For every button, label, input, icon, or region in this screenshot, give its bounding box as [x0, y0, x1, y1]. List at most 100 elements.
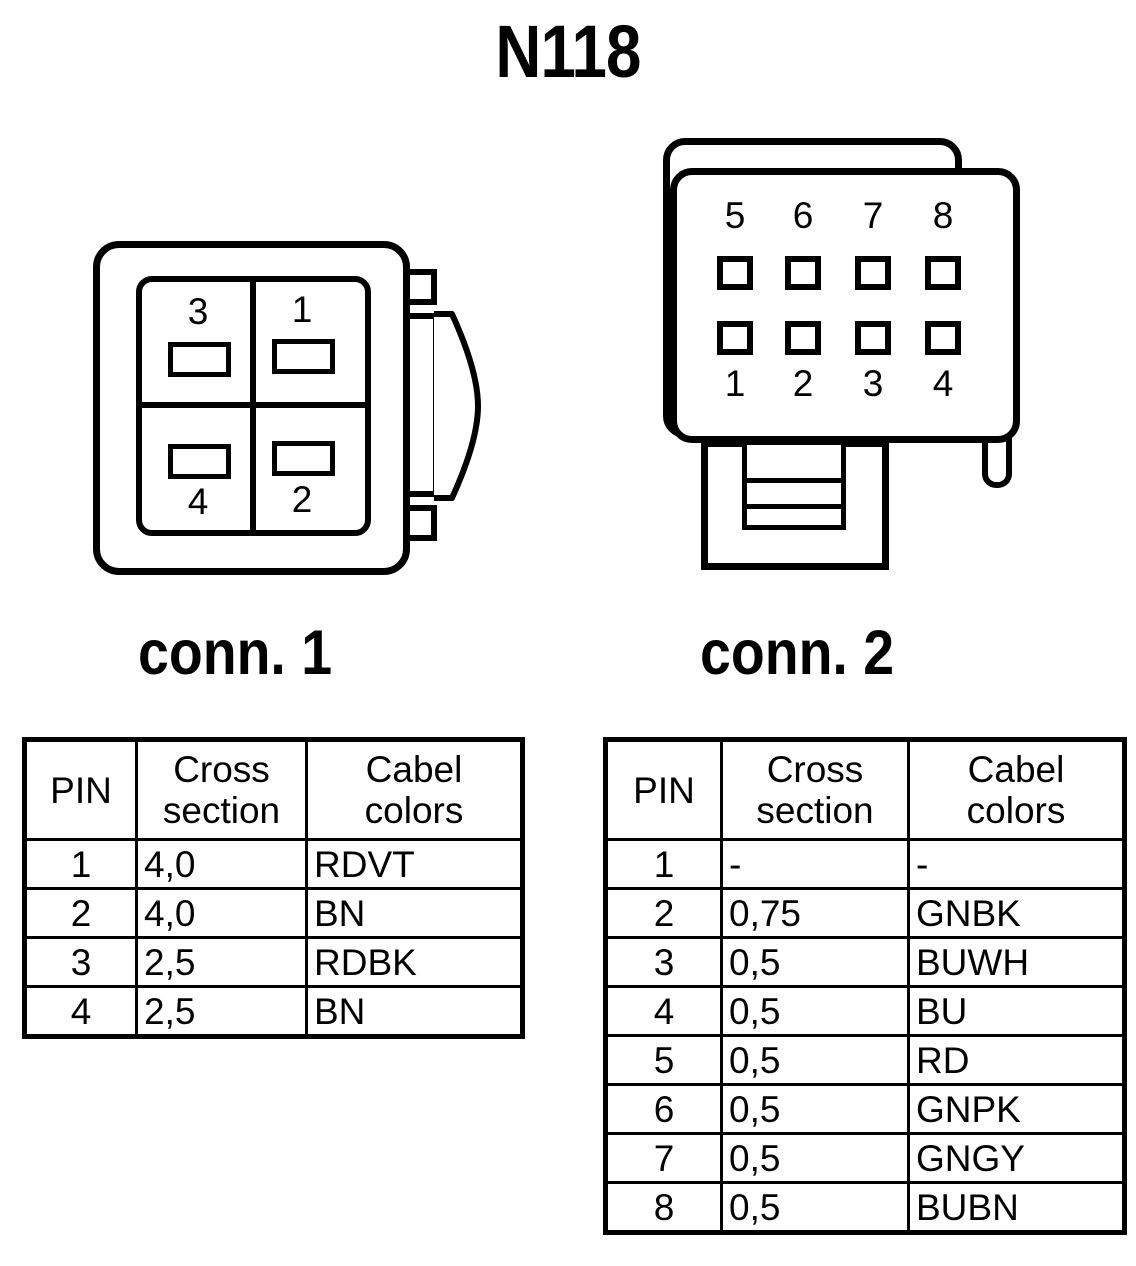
table-body: 1 4,0 RDVT 2 4,0 BN 3 2,5 RDBK 4 2,5 BN [23, 838, 524, 1038]
cell-cross-section: 4,0 [135, 838, 308, 890]
conn2-latch-inner [742, 440, 846, 530]
header-pin: PIN [23, 738, 138, 841]
conn1-terminal-slot-4 [168, 444, 231, 479]
cell-cable-colors: RDBK [305, 936, 524, 988]
table-row: 2 0,75 GNBK [604, 887, 1126, 939]
cell-pin: 4 [23, 985, 138, 1038]
cell-cable-colors: BU [907, 985, 1126, 1037]
cell-cable-colors: GNGY [907, 1132, 1126, 1184]
header-cable-colors-line1: Cabel [365, 749, 463, 790]
header-cable-colors: Cabel colors [907, 738, 1126, 841]
table-header-row: PIN Cross section Cabel colors [604, 738, 1126, 841]
cell-pin: 1 [23, 838, 138, 890]
cell-pin: 2 [604, 887, 723, 939]
cell-cross-section: 0,5 [720, 1034, 910, 1086]
conn1-terminal-slot-1 [272, 339, 335, 374]
cell-cross-section: 0,5 [720, 1181, 910, 1234]
cell-cable-colors: RD [907, 1034, 1126, 1086]
conn1-pin-number-1: 1 [291, 289, 313, 330]
connector-1-label: conn. 1 [138, 618, 333, 688]
cell-pin: 2 [23, 887, 138, 939]
cell-cable-colors: BUBN [907, 1181, 1126, 1234]
cell-pin: 3 [604, 936, 723, 988]
cell-cable-colors: GNPK [907, 1083, 1126, 1135]
connector-1-pin-table: PIN Cross section Cabel colors 1 4,0 RDV… [22, 737, 525, 1039]
table-header: PIN Cross section Cabel colors [23, 738, 524, 841]
cell-cross-section: 2,5 [135, 985, 308, 1038]
conn1-terminal-slot-3 [168, 342, 231, 377]
header-cross-section-line2: section [756, 790, 874, 831]
conn1-pin-number-3: 3 [187, 291, 209, 332]
conn2-latch-bar-1 [742, 478, 846, 483]
cell-cross-section: 0,75 [720, 887, 910, 939]
table-row: 3 0,5 BUWH [604, 936, 1126, 988]
cell-cable-colors: BN [305, 985, 524, 1038]
conn2-hole-2 [785, 321, 821, 355]
table-row: 5 0,5 RD [604, 1034, 1126, 1086]
table-header-row: PIN Cross section Cabel colors [23, 738, 524, 841]
cell-cable-colors: BN [305, 887, 524, 939]
cell-cross-section: - [720, 838, 910, 890]
table-body: 1 - - 2 0,75 GNBK 3 0,5 BUWH 4 0,5 BU 5 [604, 838, 1126, 1234]
conn2-pin-number-3: 3 [862, 363, 884, 404]
header-cable-colors-line2: colors [966, 790, 1066, 831]
table-row: 6 0,5 GNPK [604, 1083, 1126, 1135]
header-cross-section-line2: section [162, 790, 281, 831]
conn2-pin-number-5: 5 [724, 195, 746, 236]
conn1-terminal-slot-2 [272, 441, 335, 476]
cell-cable-colors: BUWH [907, 936, 1126, 988]
header-pin: PIN [604, 738, 723, 841]
cell-cross-section: 2,5 [135, 936, 308, 988]
header-cross-section-line1: Cross [173, 749, 270, 790]
conn2-hole-1 [717, 321, 753, 355]
table-row: 4 0,5 BU [604, 985, 1126, 1037]
conn1-pin-number-2: 2 [291, 479, 313, 520]
conn2-pin-number-6: 6 [792, 195, 814, 236]
conn2-hole-7 [855, 256, 891, 290]
header-cross-section: Cross section [720, 738, 910, 841]
table-row: 2 4,0 BN [23, 887, 524, 939]
header-cable-colors-line2: colors [364, 790, 464, 831]
connector-2-label: conn. 2 [700, 618, 895, 688]
conn2-hole-8 [925, 256, 961, 290]
cell-pin: 5 [604, 1034, 723, 1086]
conn2-pin-number-8: 8 [932, 195, 954, 236]
cell-cable-colors: - [907, 838, 1126, 890]
table-row: 4 2,5 BN [23, 985, 524, 1038]
cell-pin: 8 [604, 1181, 723, 1234]
cell-cross-section: 0,5 [720, 985, 910, 1037]
header-cross-section-line1: Cross [766, 749, 864, 790]
cell-pin: 7 [604, 1132, 723, 1184]
cell-pin: 3 [23, 936, 138, 988]
conn2-pin-number-1: 1 [724, 363, 746, 404]
conn2-hole-3 [855, 321, 891, 355]
conn2-housing [670, 168, 1020, 443]
cell-cable-colors: GNBK [907, 887, 1126, 939]
connector-2-pin-table: PIN Cross section Cabel colors 1 - - 2 0… [603, 737, 1127, 1235]
cell-cable-colors: RDVT [305, 838, 524, 890]
conn1-latch-curve-icon [434, 311, 481, 501]
cell-cross-section: 4,0 [135, 887, 308, 939]
table-row: 3 2,5 RDBK [23, 936, 524, 988]
cell-cross-section: 0,5 [720, 936, 910, 988]
page-title: N118 [495, 10, 641, 93]
conn1-pin-number-4: 4 [187, 481, 209, 522]
conn2-hole-5 [717, 256, 753, 290]
conn2-hole-4 [925, 321, 961, 355]
table-header: PIN Cross section Cabel colors [604, 738, 1126, 841]
table-row: 7 0,5 GNGY [604, 1132, 1126, 1184]
conn2-pin-number-7: 7 [862, 195, 884, 236]
conn1-divider-horizontal [136, 402, 371, 408]
conn2-latch-bar-2 [742, 504, 846, 509]
conn2-pin-number-4: 4 [932, 363, 954, 404]
cell-pin: 6 [604, 1083, 723, 1135]
cell-pin: 1 [604, 838, 723, 890]
header-cable-colors: Cabel colors [305, 738, 524, 841]
table-row: 1 - - [604, 838, 1126, 890]
table-row: 8 0,5 BUBN [604, 1181, 1126, 1234]
header-cable-colors-line1: Cabel [967, 749, 1065, 790]
conn2-pin-number-2: 2 [792, 363, 814, 404]
table-row: 1 4,0 RDVT [23, 838, 524, 890]
cell-cross-section: 0,5 [720, 1083, 910, 1135]
